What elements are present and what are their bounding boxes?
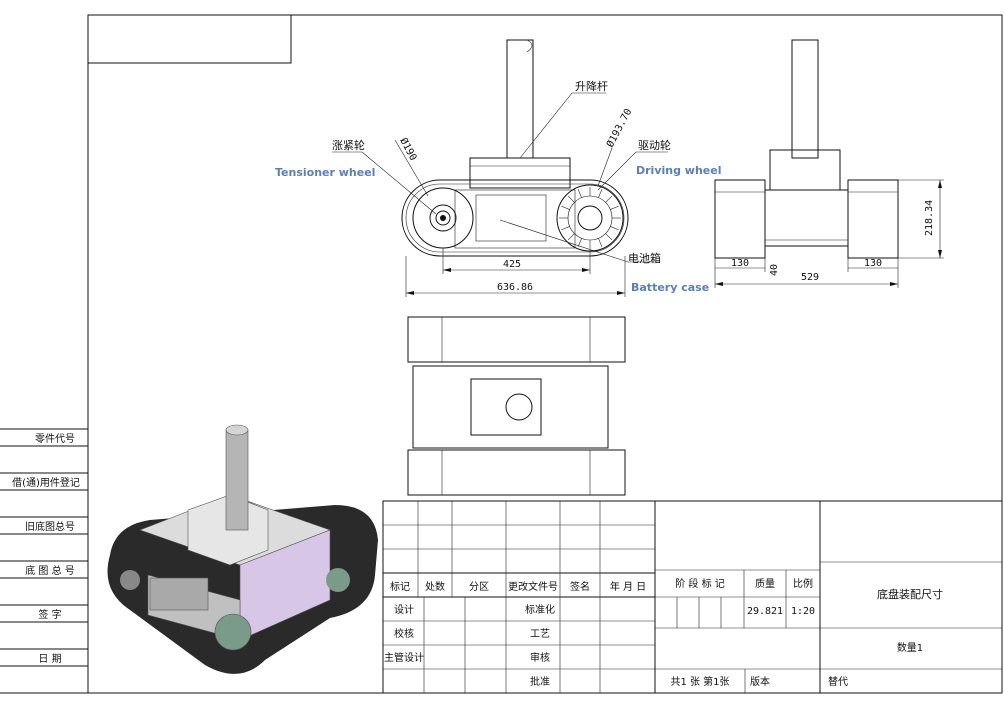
date-label: 日 期 xyxy=(38,653,61,665)
check-label: 校核 xyxy=(394,627,414,640)
sheet-count: 共1 张 第1张 xyxy=(670,675,729,688)
title-block: 标记 处数 分区 更改文件号 签名 年 月 日 设计 校核 主管设计 标准化 工… xyxy=(382,500,1003,694)
battery-case xyxy=(475,194,547,242)
change-doc-header: 更改文件号 xyxy=(508,580,558,593)
mark-header: 标记 xyxy=(390,581,410,593)
driving-en-label: Driving wheel xyxy=(636,164,722,177)
front-view: 218.34 130 130 529 40 xyxy=(714,39,944,288)
top-track-upper xyxy=(407,316,626,363)
replace-label: 替代 xyxy=(828,675,848,688)
sprocket-tooth xyxy=(567,195,575,203)
isometric-view xyxy=(107,424,378,674)
lift-rod xyxy=(506,39,534,159)
sprocket-tooth xyxy=(610,205,619,210)
tensioner-cn-label: 涨紧轮 xyxy=(332,138,365,152)
borrowed-part-label: 借(通)用件登记 xyxy=(12,476,80,489)
scale-value: 1:20 xyxy=(791,606,815,617)
height-dim: 218.34 xyxy=(924,200,935,236)
chief-design-label: 主管设计 xyxy=(384,651,424,664)
right-track-width-dim: 130 xyxy=(864,258,882,269)
date-header: 年 月 日 xyxy=(610,580,646,593)
mass-label: 质量 xyxy=(755,578,775,590)
sprocket-tooth xyxy=(605,233,613,241)
process-label: 工艺 xyxy=(530,628,550,640)
lift-rod-label: 升降杆 xyxy=(575,79,608,93)
design-label: 设计 xyxy=(394,603,414,616)
drawing-no-label: 底 图 总 号 xyxy=(25,564,75,577)
sprocket-tooth xyxy=(610,226,619,231)
top-body xyxy=(412,365,609,449)
review-label: 审核 xyxy=(530,651,550,664)
top-view xyxy=(407,316,626,496)
quantity: 数量1 xyxy=(897,641,923,654)
overall-length-dim: 636.86 xyxy=(497,282,533,293)
sign-header: 签名 xyxy=(570,580,590,593)
old-drawing-no-label: 旧底图总号 xyxy=(25,520,75,533)
sprocket-tooth xyxy=(598,189,603,198)
sprocket-tooth xyxy=(605,195,613,203)
sprocket-tooth xyxy=(577,238,582,247)
sprocket-tooth xyxy=(567,233,575,241)
top-left-box xyxy=(87,14,292,64)
count-header: 处数 xyxy=(425,580,445,593)
sprocket-tooth xyxy=(561,205,570,210)
tensioner-en-label: Tensioner wheel xyxy=(275,166,375,179)
sprocket-tooth xyxy=(561,226,570,231)
left-register-column: 零件代号 借(通)用件登记 旧底图总号 底 图 总 号 签 字 日 期 xyxy=(0,428,88,667)
version-label: 版本 xyxy=(750,675,770,688)
clearance-dim: 40 xyxy=(769,264,780,276)
standardize-label: 标准化 xyxy=(525,603,555,616)
drawing-title: 底盘装配尺寸 xyxy=(877,587,943,601)
zone-header: 分区 xyxy=(469,581,489,593)
scale-label: 比例 xyxy=(793,577,813,590)
battery-cn-label: 电池箱 xyxy=(628,251,661,265)
battery-en-label: Battery case xyxy=(631,281,709,294)
wheelbase-dim: 425 xyxy=(503,259,521,270)
left-track-width-dim: 130 xyxy=(731,258,749,269)
driving-cn-label: 驱动轮 xyxy=(638,138,671,152)
iso-lift-rod xyxy=(225,429,249,531)
stage-mark-label: 阶 段 标 记 xyxy=(675,577,725,590)
sprocket-tooth xyxy=(598,238,603,247)
overall-width-dim: 529 xyxy=(801,272,819,283)
top-track-lower xyxy=(407,449,626,496)
part-code-label: 零件代号 xyxy=(35,433,75,445)
mass-value: 29.821 xyxy=(747,606,783,617)
sprocket-tooth xyxy=(577,189,582,198)
driving-diameter-dim: Ø193.70 xyxy=(604,107,634,150)
side-view: 升降杆 涨紧轮 Tensioner wheel 驱动轮 Driving whee… xyxy=(275,39,722,297)
approve-label: 批准 xyxy=(530,675,550,688)
signature-label: 签 字 xyxy=(38,608,61,621)
